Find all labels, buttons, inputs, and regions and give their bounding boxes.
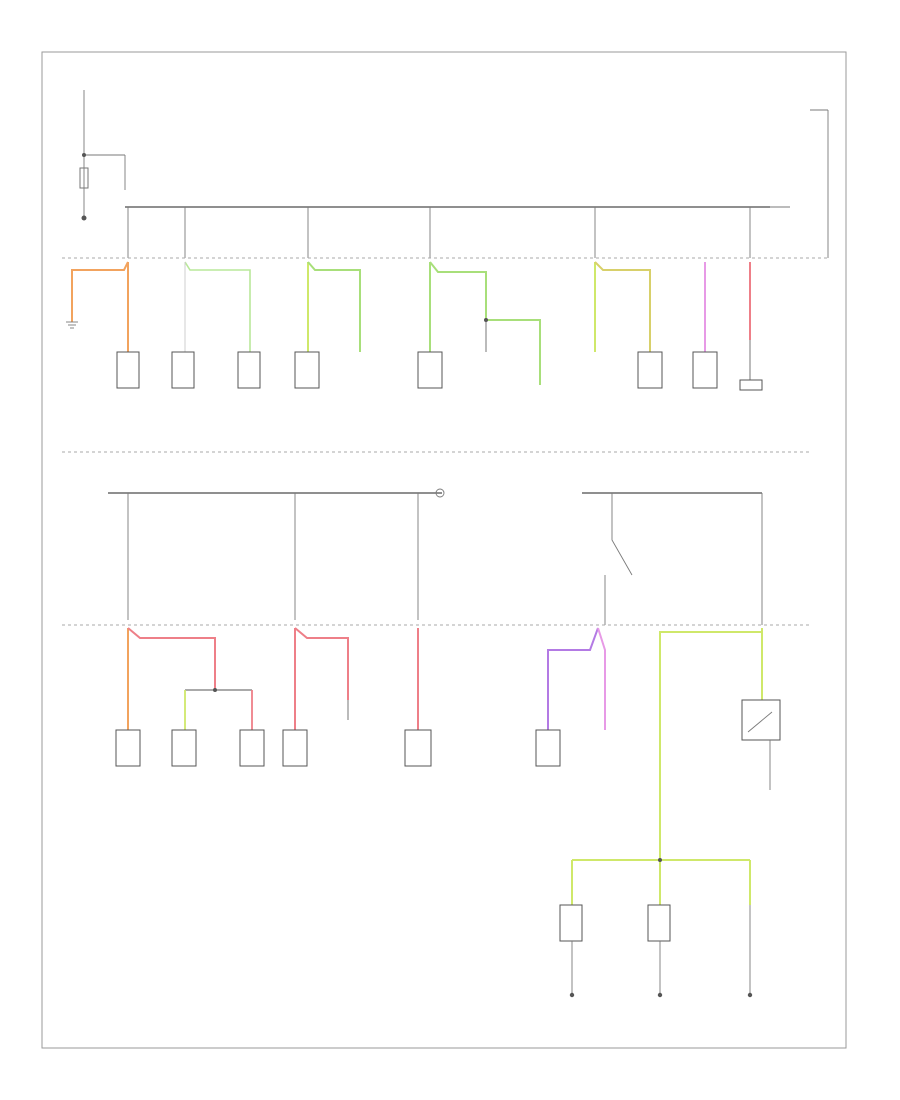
top-components: [66, 321, 763, 391]
component-box-4: [294, 351, 320, 389]
bottom-power-section: [62, 488, 810, 626]
wire-olive-1: [594, 261, 651, 352]
component-box-5: [417, 351, 443, 389]
relay-switch: [611, 493, 633, 576]
wire-purple-1: [547, 627, 599, 730]
component-box-13: [404, 729, 432, 767]
component-box-10: [171, 729, 197, 767]
component-box-11: [239, 729, 265, 767]
wire-orange-1: [71, 261, 129, 322]
wire-pink-5: [294, 627, 349, 700]
component-switch-box: [741, 699, 781, 741]
component-module-2: [647, 904, 671, 942]
wire-lime-5: [659, 631, 762, 860]
component-box-1: [116, 351, 140, 389]
fusible-link-symbol: [79, 167, 89, 189]
top-wires: [71, 261, 751, 385]
component-module-1: [559, 904, 583, 942]
component-box-9: [115, 729, 141, 767]
bottom-components: [115, 699, 781, 998]
wire-green-4: [429, 261, 541, 385]
bottom-wires: [127, 627, 763, 905]
component-box-6: [637, 351, 663, 389]
wire-green-1: [184, 261, 251, 352]
top-power-section: [62, 90, 829, 259]
diagram-frame: [41, 51, 847, 1049]
wire-pink-2: [127, 627, 216, 690]
top-fuse-drops: [127, 207, 751, 258]
wire-magenta-2: [597, 627, 606, 730]
component-box-14: [535, 729, 561, 767]
wire-green-2: [307, 261, 361, 352]
component-box-7: [692, 351, 718, 389]
component-box-8: [739, 379, 763, 391]
component-box-3: [237, 351, 261, 389]
component-box-2: [171, 351, 195, 389]
component-box-12: [282, 729, 308, 767]
